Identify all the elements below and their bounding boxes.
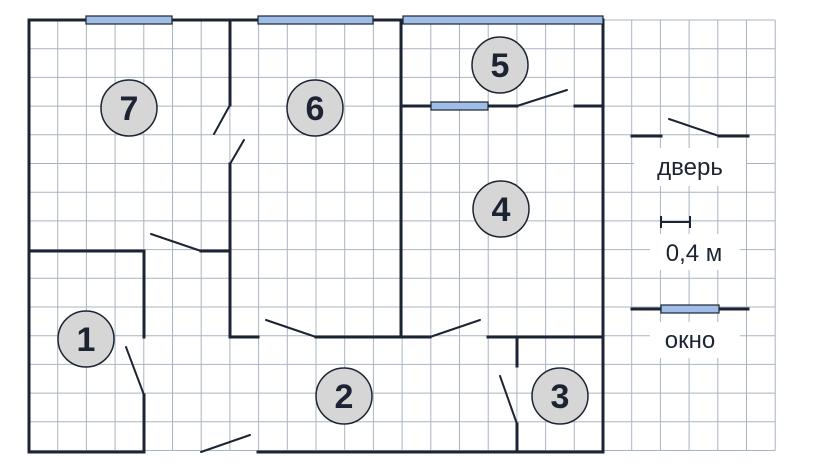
door-4 (429, 319, 481, 338)
door-6 (265, 319, 317, 338)
window-room-6 (257, 15, 374, 25)
door-1 (125, 346, 145, 396)
room-3-number: 3 (551, 378, 570, 416)
room-2-circle (315, 367, 373, 425)
room-6-circle (286, 79, 344, 137)
windows (85, 15, 604, 111)
room-label-6: 6 (286, 79, 344, 137)
room-4-circle (472, 180, 530, 238)
window-room-5 (402, 15, 604, 25)
legend-window-pane (660, 304, 720, 314)
room-5-number: 5 (491, 47, 510, 85)
legend-window: окно (630, 304, 750, 354)
legend: дверь 0,4 м окно (630, 118, 750, 354)
room-2-number: 2 (335, 378, 354, 416)
room-label-3: 3 (531, 367, 589, 425)
room-6-number: 6 (306, 90, 325, 128)
legend-window-label-bg (650, 322, 740, 358)
room-label-7: 7 (100, 79, 158, 137)
room-label-4: 4 (472, 180, 530, 238)
room-1-circle (57, 310, 115, 368)
room-label-5: 5 (471, 36, 529, 94)
window-room-7 (85, 15, 173, 25)
room-5-circle (471, 36, 529, 94)
door-3 (499, 375, 518, 425)
window-room-5-4 (430, 101, 489, 111)
legend-scale: 0,4 м (660, 216, 723, 267)
door-5 (516, 89, 568, 107)
room-7-number: 7 (120, 90, 139, 128)
room-labels: 7 6 5 4 1 2 3 (57, 36, 589, 425)
room-4-number: 4 (492, 191, 511, 229)
legend-scale-label-bg (650, 234, 740, 270)
room-7-circle (100, 79, 158, 137)
room-label-1: 1 (57, 310, 115, 368)
legend-window-label: окно (665, 327, 715, 354)
legend-door-leaf (668, 118, 720, 137)
door-7-6-swing (229, 139, 245, 165)
legend-scale-label: 0,4 м (666, 240, 723, 267)
legend-door-label: дверь (657, 154, 723, 181)
room-1-number: 1 (77, 321, 96, 359)
legend-door-label-bg (634, 148, 746, 186)
doors (125, 89, 568, 453)
room-label-2: 2 (315, 367, 373, 425)
door-entrance (200, 434, 251, 453)
room-3-circle (531, 367, 589, 425)
legend-door: дверь (630, 118, 750, 181)
door-7-6 (213, 104, 231, 135)
door-7 (150, 233, 202, 252)
